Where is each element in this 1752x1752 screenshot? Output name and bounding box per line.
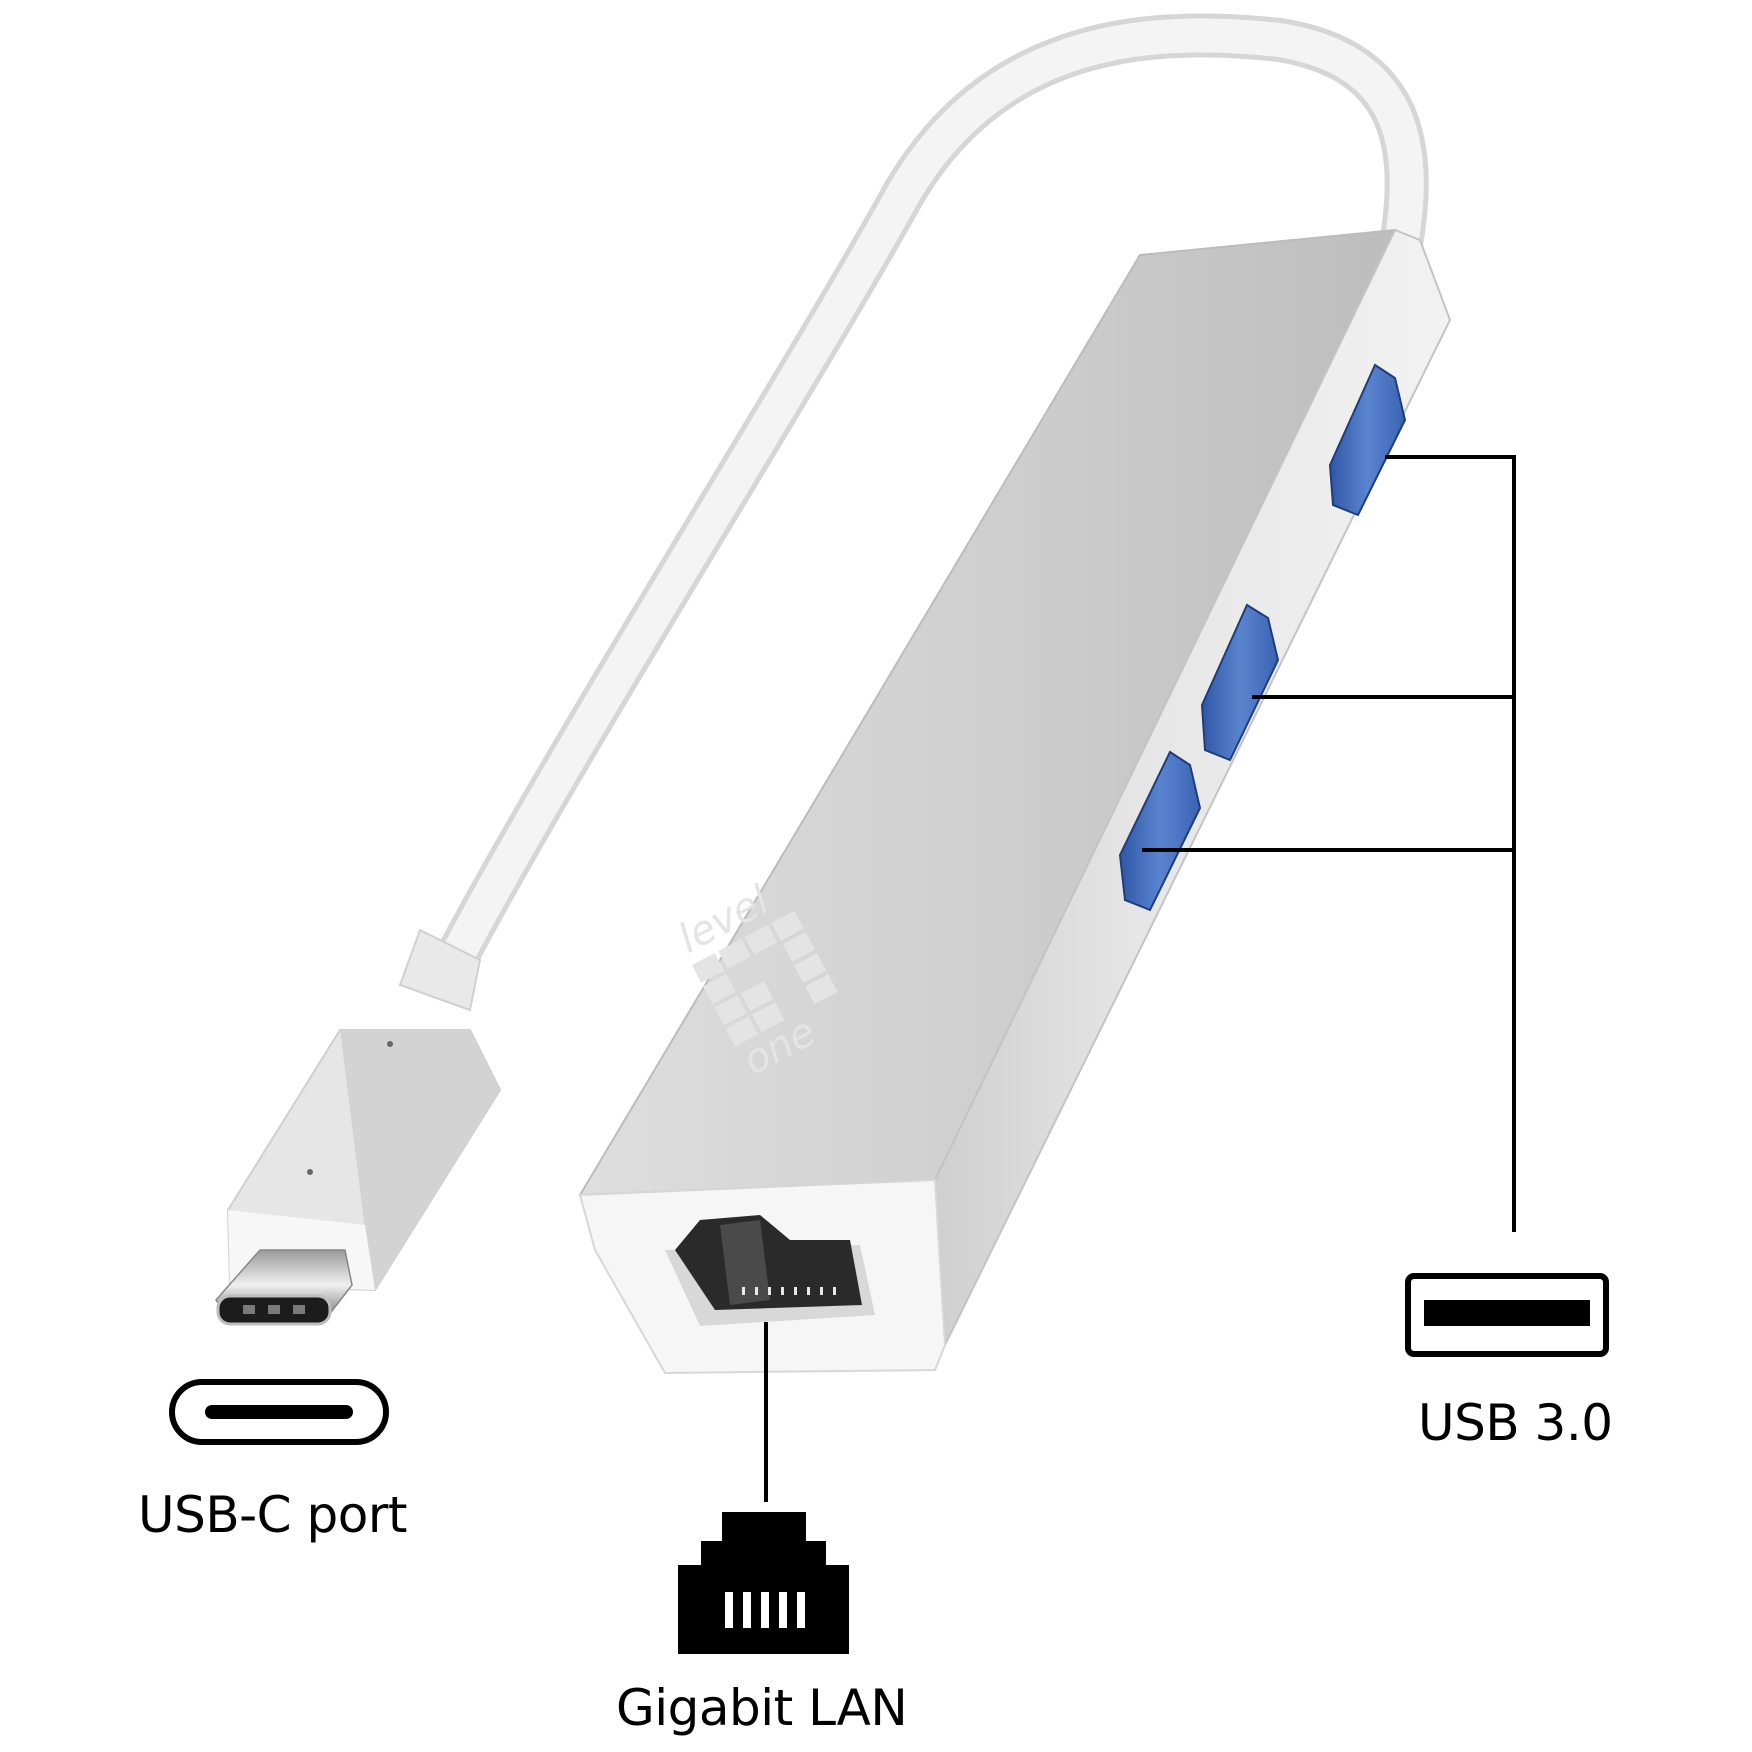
usb-3-port-3 [1118,750,1202,912]
usb-3-port-2 [1200,603,1280,762]
hub-body: level one [578,228,1452,1375]
gigabit-lan-label: Gigabit LAN [616,1679,908,1737]
callout-lines [764,455,1516,1502]
rj45-jack [665,1215,875,1326]
rj45-ethernet-icon [678,1512,849,1654]
usb-c-port-icon [169,1379,389,1445]
cable [398,13,1429,1012]
usb-a-port-icon [1405,1273,1609,1357]
usb-3-port-1 [1328,363,1407,517]
usb-3-label: USB 3.0 [1418,1394,1613,1452]
usb-c-plug [215,1029,502,1326]
usb-c-port-label: USB-C port [138,1486,407,1544]
